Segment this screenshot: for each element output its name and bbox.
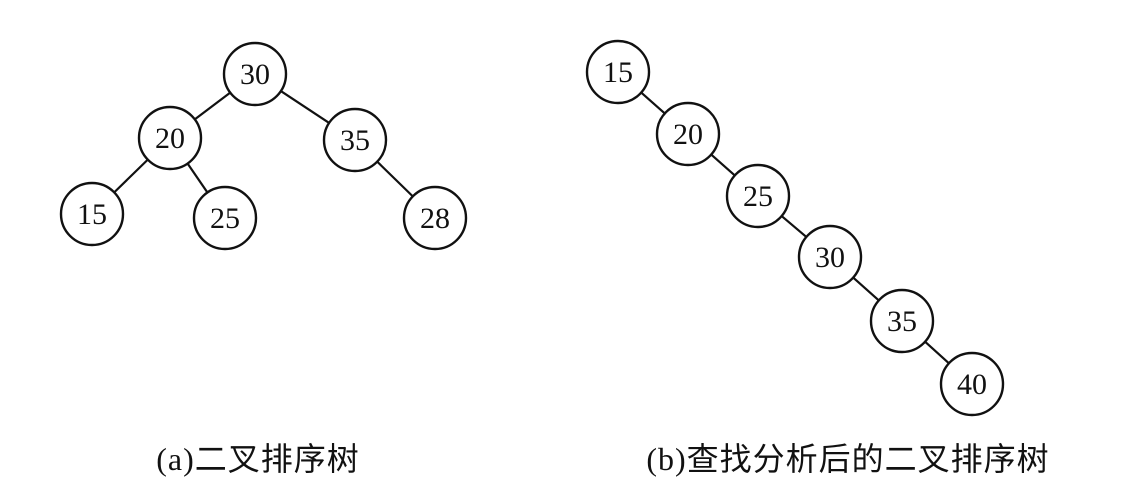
- tree-a-node-label: 28: [420, 202, 450, 235]
- tree-a-node-label: 20: [155, 122, 185, 155]
- tree-b-caption: (b)查找分析后的二叉排序树: [646, 441, 1049, 477]
- tree-a-node-circle: [222, 41, 288, 107]
- tree-b-node-30: 30: [797, 224, 863, 290]
- tree-b-edge-20-25: [710, 153, 736, 177]
- tree-b-node-15: 15: [585, 39, 651, 105]
- tree-b-node-25: 25: [725, 163, 791, 229]
- tree-a-node-circle: [402, 185, 468, 251]
- tree-a-edge-30-20: [193, 91, 232, 121]
- tree-a-node-label: 25: [210, 202, 240, 235]
- tree-b-node-35: 35: [869, 288, 935, 354]
- tree-b-node-circle: [939, 351, 1005, 417]
- tree-b-edge-25-30: [780, 214, 808, 239]
- tree-a-edge-20-15: [113, 158, 149, 194]
- tree-a-node-label: 35: [340, 124, 370, 157]
- tree-b-node-circle: [725, 163, 791, 229]
- tree-a-node-circle: [137, 105, 203, 171]
- tree-a-caption: (a)二叉排序树: [156, 441, 360, 477]
- tree-b-node-20: 20: [655, 101, 721, 167]
- tree-a-node-circle: [59, 181, 125, 247]
- tree-b-node-label: 20: [673, 118, 703, 151]
- tree-b-node-circle: [655, 101, 721, 167]
- tree-a-node-20: 20: [137, 105, 203, 171]
- tree-a-edges: [113, 89, 414, 198]
- tree-b-node-40: 40: [939, 351, 1005, 417]
- tree-b-node-label: 35: [887, 305, 917, 338]
- tree-a-node-30: 30: [222, 41, 288, 107]
- tree-a-nodes: 30 20 35 15 25 28: [59, 41, 468, 251]
- tree-a-node-28: 28: [402, 185, 468, 251]
- tree-b-node-circle: [585, 39, 651, 105]
- tree-a-node-25: 25: [192, 185, 258, 251]
- tree-b-node-label: 40: [957, 368, 987, 401]
- tree-a-node-circle: [322, 107, 388, 173]
- tree-a-node-label: 30: [240, 58, 270, 91]
- tree-b-node-label: 15: [603, 56, 633, 89]
- tree-a-edge-20-25: [186, 162, 209, 194]
- tree-b-node-label: 30: [815, 241, 845, 274]
- tree-b-edge-15-20: [640, 91, 666, 115]
- tree-a-node-35: 35: [322, 107, 388, 173]
- tree-b-edges: [640, 91, 951, 365]
- tree-b-node-circle: [797, 224, 863, 290]
- tree-b-edge-30-35: [852, 276, 880, 302]
- tree-b-edge-35-40: [923, 340, 951, 365]
- tree-a: 30 20 35 15 25 28 (a)二叉排序树: [59, 41, 468, 477]
- tree-a-node-circle: [192, 185, 258, 251]
- tree-a-edge-30-35: [279, 89, 331, 125]
- tree-a-node-15: 15: [59, 181, 125, 247]
- tree-b-node-circle: [869, 288, 935, 354]
- tree-b: 15 20 25 30 35 40 (b)查找分析后的二叉排序树: [585, 39, 1049, 477]
- tree-a-node-label: 15: [77, 198, 107, 231]
- tree-b-nodes: 15 20 25 30 35 40: [585, 39, 1005, 417]
- tree-b-node-label: 25: [743, 180, 773, 213]
- tree-a-edge-35-28: [376, 160, 414, 198]
